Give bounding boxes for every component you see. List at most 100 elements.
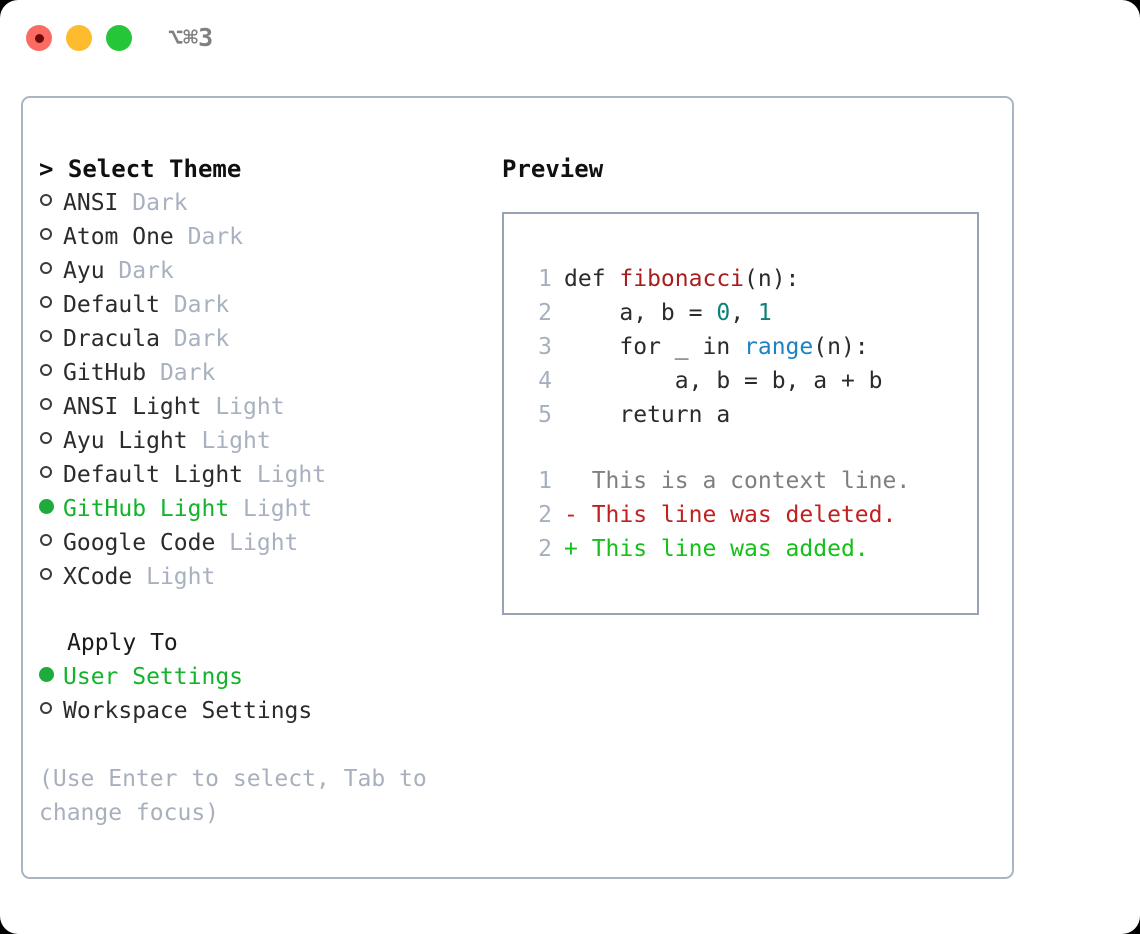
theme-name: Default xyxy=(63,292,174,318)
diff-block: 1 This is a context line. 2 - This line wa… xyxy=(522,464,977,566)
apply-to-option[interactable]: Workspace Settings xyxy=(39,694,469,728)
theme-variant-badge: Light xyxy=(243,496,313,522)
theme-name: XCode xyxy=(63,564,147,590)
theme-list-item[interactable]: Atom One Dark xyxy=(39,220,469,254)
code-line-text: a, b = b, a + b xyxy=(552,364,883,398)
title-bar: ⌥⌘3 xyxy=(0,0,1140,78)
diff-line-text: This is a context line. xyxy=(564,468,911,494)
theme-list-item[interactable]: Google Code Light xyxy=(39,526,469,560)
theme-name: Google Code xyxy=(63,530,230,556)
code-line-text: def fibonacci(n): xyxy=(552,262,799,296)
theme-variant-badge: Light xyxy=(256,462,327,488)
theme-list-item[interactable]: Ayu Light Light xyxy=(39,424,469,458)
line-number: 2 xyxy=(538,300,552,326)
radio-shape xyxy=(40,568,52,580)
theme-variant-badge: Dark xyxy=(173,292,230,318)
radio-shape xyxy=(40,262,52,274)
theme-name: Atom One xyxy=(63,224,188,250)
line-number: 1 xyxy=(538,266,552,292)
theme-name: ANSI xyxy=(63,190,133,216)
theme-variant-badge: Dark xyxy=(118,258,174,284)
radio-shape xyxy=(40,296,52,308)
theme-list-item[interactable]: ANSI Light Light xyxy=(39,390,469,424)
theme-list-item[interactable]: Default Light Light xyxy=(39,458,469,492)
theme-variant-badge: Dark xyxy=(132,190,188,216)
radio-shape xyxy=(40,702,52,714)
theme-name: Dracula xyxy=(63,326,174,352)
keyboard-shortcut-label: ⌥⌘3 xyxy=(168,23,214,52)
diff-line-text: + This line was added. xyxy=(564,536,869,562)
hint-text: (Use Enter to select, Tab to change focu… xyxy=(39,766,427,826)
code-line-text: for _ in range(n): xyxy=(552,330,869,364)
radio-shape xyxy=(40,194,52,206)
diff-line: 1 This is a context line. xyxy=(522,464,977,498)
code-token: return a xyxy=(564,402,731,428)
theme-list-item[interactable]: XCode Light xyxy=(39,560,469,594)
diff-line: 2 - This line was deleted. xyxy=(522,498,977,532)
line-number: 2 xyxy=(538,502,552,528)
code-token: fibonacci xyxy=(619,266,745,292)
theme-name: GitHub xyxy=(63,360,160,386)
maximize-button[interactable] xyxy=(106,25,132,51)
radio-shape xyxy=(39,667,54,682)
radio-shape xyxy=(40,466,52,478)
code-token: a, b = xyxy=(564,300,717,326)
window-controls xyxy=(26,25,132,51)
code-token: , xyxy=(730,300,758,326)
minimize-button[interactable] xyxy=(66,25,92,51)
radio-shape xyxy=(40,228,52,240)
code-spacer xyxy=(522,432,977,464)
theme-name: ANSI Light xyxy=(63,394,216,420)
theme-name: Default Light xyxy=(63,462,257,488)
theme-list-item[interactable]: Dracula Dark xyxy=(39,322,469,356)
line-number: 2 xyxy=(538,536,552,562)
theme-list-item[interactable]: GitHub Dark xyxy=(39,356,469,390)
code-token: range xyxy=(744,334,814,360)
code-line-text: return a xyxy=(552,398,730,432)
diff-line: 2 + This line was added. xyxy=(522,532,977,566)
code-token: (n): xyxy=(744,266,800,292)
close-button[interactable] xyxy=(26,25,52,51)
line-number: 3 xyxy=(538,334,552,360)
radio-shape xyxy=(40,364,52,376)
theme-variant-badge: Light xyxy=(201,428,271,454)
select-theme-header: > Select Theme xyxy=(39,155,242,183)
theme-variant-badge: Dark xyxy=(173,326,230,352)
theme-list-item[interactable]: Default Dark xyxy=(39,288,469,322)
theme-list-item[interactable]: GitHub Light Light xyxy=(39,492,469,526)
code-token: for _ in xyxy=(564,334,745,360)
code-line: 2 a, b = 0, 1 xyxy=(522,296,977,330)
code-line: 5 return a xyxy=(522,398,977,432)
diff-line-text: - This line was deleted. xyxy=(564,502,897,528)
code-token: (n): xyxy=(813,334,869,360)
line-number: 4 xyxy=(538,368,552,394)
code-token: 0 xyxy=(716,300,731,326)
theme-name: Ayu Light xyxy=(63,428,202,454)
theme-name: Ayu xyxy=(63,258,119,284)
radio-shape xyxy=(40,398,52,410)
theme-variant-badge: Light xyxy=(229,530,299,556)
theme-variant-badge: Dark xyxy=(159,360,216,386)
code-line-text: a, b = 0, 1 xyxy=(552,296,772,330)
apply-to-option[interactable]: User Settings xyxy=(39,660,469,694)
code-token: 1 xyxy=(757,300,772,326)
apply-to-label: Workspace Settings xyxy=(63,698,313,724)
code-line: 4 a, b = b, a + b xyxy=(522,364,977,398)
radio-shape xyxy=(40,534,52,546)
radio-shape xyxy=(40,432,52,444)
apply-to-label: User Settings xyxy=(63,664,244,690)
theme-list-item[interactable]: ANSI Dark xyxy=(39,186,469,220)
theme-list-item[interactable]: Ayu Dark xyxy=(39,254,469,288)
radio-shape xyxy=(39,499,54,514)
preview-title: Preview xyxy=(502,155,604,183)
